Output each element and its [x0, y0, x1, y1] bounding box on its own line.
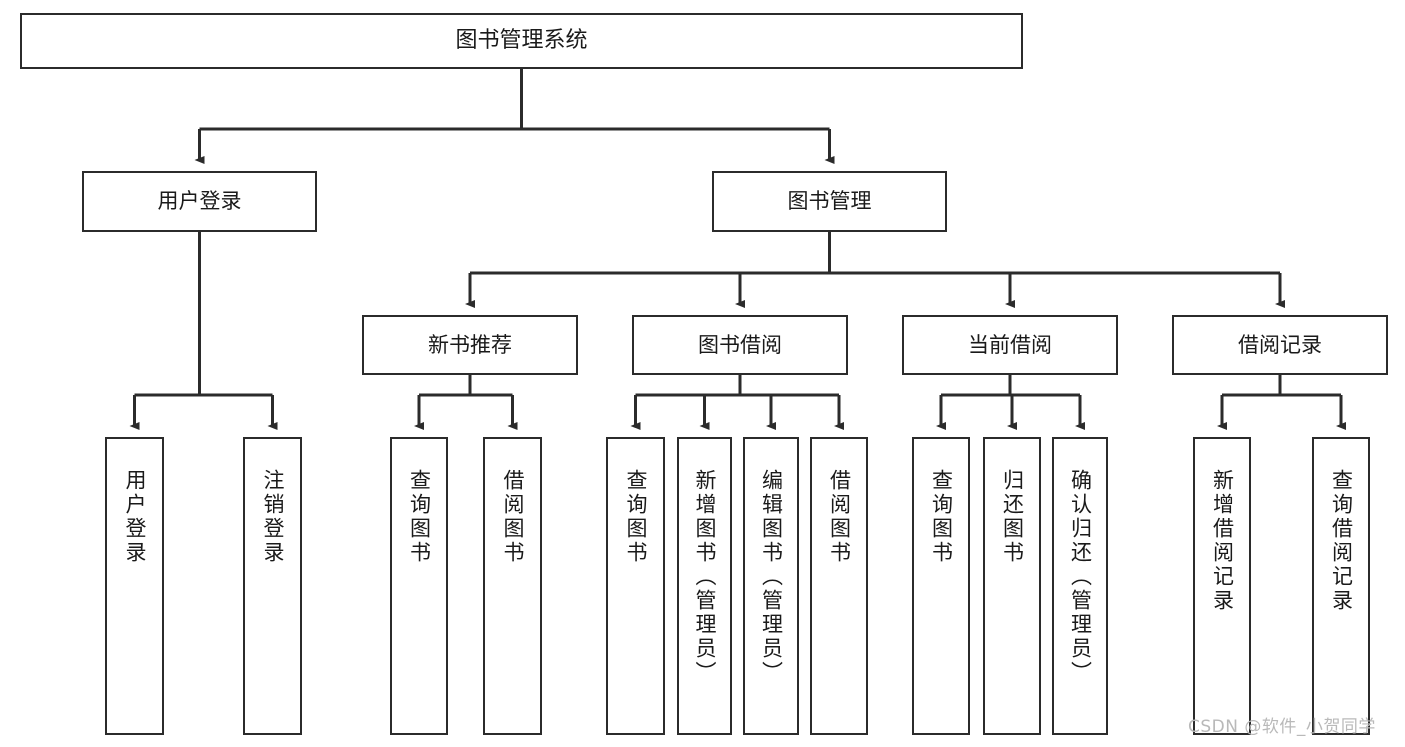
node-leaf-borrow-book-2[interactable]: 借阅图书: [810, 437, 868, 735]
node-new-book-recommend[interactable]: 新书推荐: [362, 315, 578, 375]
node-label: 用户登录: [157, 189, 242, 214]
node-label: 新增借阅记录: [1210, 469, 1235, 613]
node-label: 新书推荐: [428, 332, 512, 357]
node-leaf-borrow-book-1[interactable]: 借阅图书: [483, 437, 542, 735]
node-leaf-return-book[interactable]: 归还图书: [983, 437, 1041, 735]
node-leaf-add-record[interactable]: 新增借阅记录: [1193, 437, 1251, 735]
node-book-manage[interactable]: 图书管理: [712, 171, 947, 232]
node-label: 查询借阅记录: [1329, 469, 1354, 613]
node-label: 确认归还（管理员）: [1068, 469, 1093, 685]
node-leaf-query-book-2[interactable]: 查询图书: [606, 437, 665, 735]
node-leaf-edit-book[interactable]: 编辑图书（管理员）: [743, 437, 799, 735]
node-leaf-user-login[interactable]: 用户登录: [105, 437, 164, 735]
node-leaf-query-record[interactable]: 查询借阅记录: [1312, 437, 1370, 735]
node-label: 查询图书: [929, 469, 954, 565]
node-label: 新增图书（管理员）: [693, 469, 717, 685]
node-label: 归还图书: [1000, 469, 1025, 565]
node-book-borrow[interactable]: 图书借阅: [632, 315, 848, 375]
node-label: 借阅记录: [1238, 332, 1322, 357]
node-leaf-query-book-3[interactable]: 查询图书: [912, 437, 970, 735]
node-user-login[interactable]: 用户登录: [82, 171, 317, 232]
node-leaf-logout[interactable]: 注销登录: [243, 437, 302, 735]
node-label: 注销登录: [261, 469, 285, 565]
node-label: 用户登录: [123, 469, 147, 565]
node-leaf-query-book-1[interactable]: 查询图书: [390, 437, 448, 735]
node-label: 查询图书: [407, 469, 432, 565]
node-current-borrow[interactable]: 当前借阅: [902, 315, 1118, 375]
node-leaf-add-book[interactable]: 新增图书（管理员）: [677, 437, 732, 735]
node-label: 当前借阅: [968, 332, 1052, 357]
node-label: 借阅图书: [501, 469, 525, 565]
node-label: 图书借阅: [698, 332, 782, 357]
csdn-watermark: CSDN @软件_小贺同学: [1188, 717, 1376, 737]
node-label: 编辑图书（管理员）: [759, 469, 784, 685]
node-label: 图书管理: [787, 189, 872, 214]
node-label: 借阅图书: [827, 469, 852, 565]
node-borrow-record[interactable]: 借阅记录: [1172, 315, 1388, 375]
node-label: 图书管理系统: [455, 28, 588, 54]
node-label: 查询图书: [624, 469, 648, 565]
node-root[interactable]: 图书管理系统: [20, 13, 1023, 69]
node-leaf-confirm-return[interactable]: 确认归还（管理员）: [1052, 437, 1108, 735]
